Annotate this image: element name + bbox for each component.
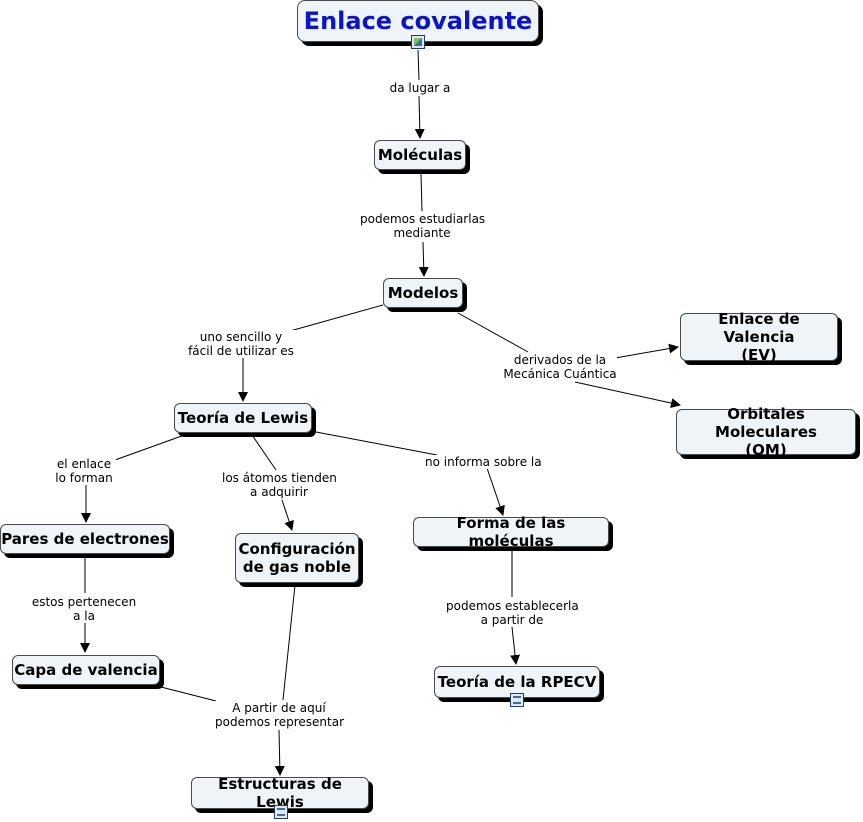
arrow-to-moleculas — [414, 95, 425, 139]
line-configuracion-to-apartir — [282, 584, 296, 701]
link-label-da-lugar: da lugar a — [386, 81, 454, 95]
concept-label: Modelos — [387, 284, 459, 302]
concept-forma-moleculas[interactable]: Forma de las moléculas — [413, 514, 609, 550]
link-label-line: a adquirir — [250, 485, 308, 499]
line-modelos-to-lewis-label — [289, 304, 384, 332]
arrow-to-enlace-valencia — [614, 343, 679, 359]
concept-label: Pares de electrones — [1, 530, 169, 548]
arrow-to-configuracion — [281, 499, 294, 531]
concept-label-line: Configuración — [238, 540, 356, 558]
line-moleculas-to-label — [420, 173, 423, 212]
arrow-to-estructuras — [274, 729, 285, 776]
link-label-no-informa: no informa sobre la — [425, 455, 542, 469]
concept-enlace-valencia[interactable]: Enlace de Valencia(EV) — [680, 310, 838, 364]
link-label-line: los átomos tienden — [222, 471, 337, 485]
line-lewis-to-atomos — [251, 434, 277, 471]
link-label-line: mediante — [393, 226, 451, 240]
concept-label: Orbitales Moleculares(OM) — [677, 405, 855, 459]
concept-capa-valencia[interactable]: Capa de valencia — [12, 655, 160, 685]
concept-label-line: Enlace de Valencia — [718, 310, 800, 346]
concept-label-line: Orbitales Moleculares — [715, 405, 817, 441]
concept-enlace-covalente[interactable]: Enlace covalente — [297, 0, 539, 42]
concept-label: Capa de valencia — [14, 661, 158, 679]
concept-label: Enlace de Valencia(EV) — [681, 310, 837, 364]
concept-modelos[interactable]: Modelos — [383, 278, 463, 308]
line-lewis-to-no-informa — [315, 431, 438, 456]
line-title-to-label — [417, 49, 420, 81]
concept-label-line: de gas noble — [242, 558, 352, 576]
image-icon[interactable] — [411, 35, 425, 49]
link-label-line: podemos estudiarlas — [360, 212, 486, 226]
link-label-line: lo forman — [55, 471, 113, 485]
document-icon[interactable] — [510, 693, 524, 707]
concept-pares-electrones[interactable]: Pares de electrones — [0, 524, 170, 554]
concept-teoria-lewis[interactable]: Teoría de Lewis — [174, 403, 312, 433]
concept-estructuras-lewis[interactable]: Estructuras de Lewis — [191, 775, 369, 811]
document-icon[interactable] — [274, 805, 288, 819]
concept-label: Teoría de Lewis — [177, 409, 309, 427]
arrow-to-rpecv — [510, 626, 521, 665]
link-label-line: el enlace — [56, 457, 112, 471]
line-modelos-to-derivados — [457, 312, 529, 353]
link-label-line: podemos establecerla — [446, 599, 579, 613]
concept-label-line: (OM) — [745, 441, 787, 459]
link-label-line: a la — [73, 609, 95, 623]
concept-label: Estructuras de Lewis — [218, 775, 342, 811]
link-label-line: Mecánica Cuántica — [503, 367, 617, 381]
link-label-line: fácil de utilizar es — [188, 344, 294, 358]
concept-label: Enlace covalente — [303, 7, 533, 35]
arrow-to-modelos — [418, 241, 429, 277]
concept-orbitales[interactable]: Orbitales Moleculares(OM) — [676, 405, 856, 459]
link-label-line: uno sencillo y — [199, 330, 283, 344]
arrow-to-orbitales — [574, 381, 681, 408]
link-label-line: estos pertenecen — [31, 595, 137, 609]
link-label-line: derivados de la — [513, 353, 607, 367]
link-label-line: a partir de — [480, 613, 544, 627]
concept-moleculas[interactable]: Moléculas — [374, 140, 466, 170]
line-capa-to-apartir — [160, 686, 217, 702]
concept-label: Moléculas — [377, 146, 463, 164]
line-lewis-to-el-enlace — [114, 432, 191, 461]
concept-label: Teoría de la RPECV — [437, 673, 597, 691]
concept-label-line: (EV) — [741, 346, 777, 364]
link-label-line: A partir de aquí — [232, 701, 326, 715]
arrow-to-forma — [486, 467, 505, 516]
concept-teoria-rpecv[interactable]: Teoría de la RPECV — [434, 666, 600, 698]
link-label-line: podemos representar — [215, 715, 345, 729]
concept-label: Forma de las moléculas — [456, 514, 566, 550]
